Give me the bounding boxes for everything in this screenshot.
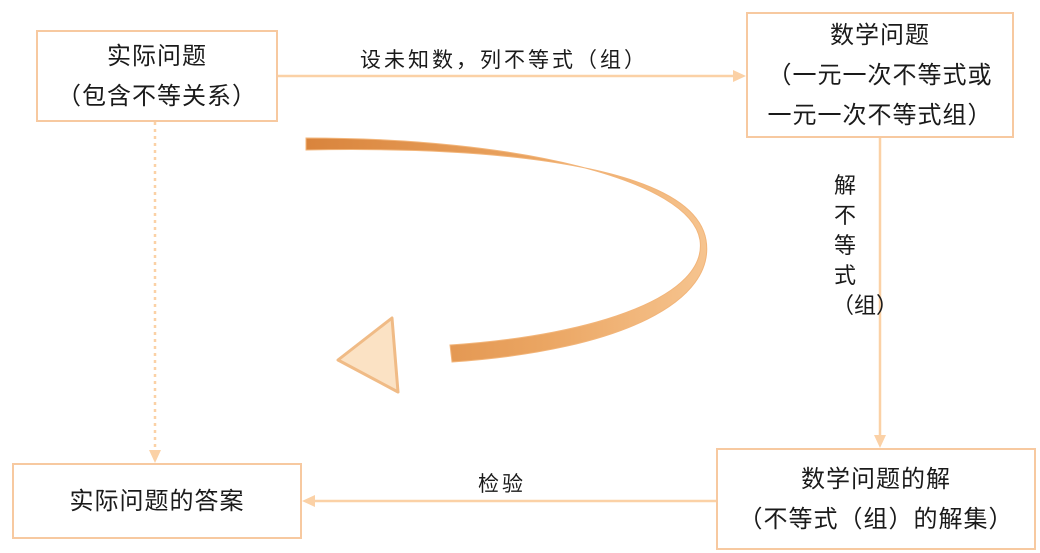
node-math-solution-title: 数学问题的解 bbox=[801, 465, 951, 493]
node-real-problem: 实际问题 （包含不等关系） bbox=[36, 30, 278, 122]
node-math-solution-subtitle: （不等式（组）的解集） bbox=[738, 505, 1014, 533]
node-real-problem-subtitle: （包含不等关系） bbox=[57, 82, 257, 110]
node-math-solution: 数学问题的解 （不等式（组）的解集） bbox=[716, 448, 1036, 550]
node-math-problem-title: 数学问题 bbox=[830, 21, 930, 49]
node-math-problem-line3: 一元一次不等式组） bbox=[767, 101, 993, 129]
node-real-answer-title: 实际问题的答案 bbox=[69, 487, 245, 515]
curved-return-arrow bbox=[305, 137, 708, 394]
arrow-real-to-answer bbox=[149, 122, 161, 463]
node-math-problem: 数学问题 （一元一次不等式或 一元一次不等式组） bbox=[746, 12, 1014, 138]
node-math-problem-line2: （一元一次不等式或 bbox=[767, 61, 993, 89]
node-real-answer: 实际问题的答案 bbox=[12, 463, 302, 539]
edge-label-real-to-math: 设未知数，列不等式（组） bbox=[360, 48, 648, 72]
edge-label-solution-to-answer: 检验 bbox=[478, 472, 526, 496]
edge-label-math-to-solution: 解不等式（组） bbox=[832, 174, 899, 319]
arrow-solution-to-answer bbox=[302, 495, 716, 507]
node-real-problem-title: 实际问题 bbox=[107, 42, 207, 70]
arrow-real-to-math bbox=[278, 70, 746, 82]
arrow-math-to-solution bbox=[874, 138, 886, 448]
